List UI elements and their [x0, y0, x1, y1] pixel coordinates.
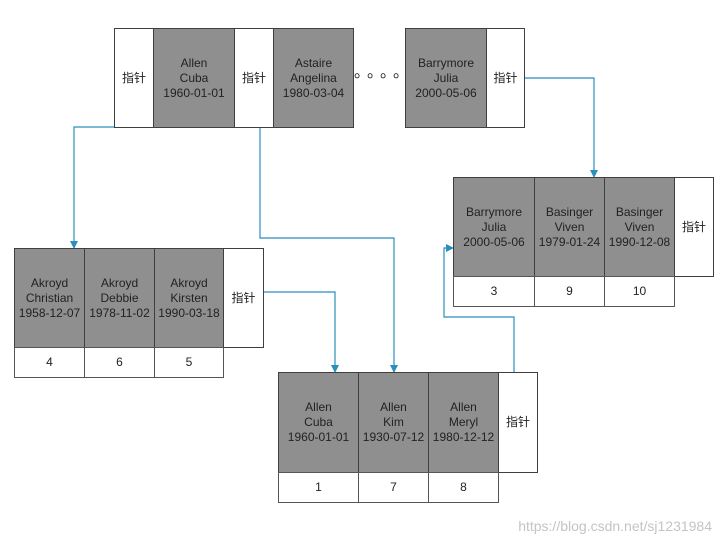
- key-line: 1980-12-12: [432, 430, 495, 444]
- root-key-1: Allen Cuba 1960-01-01: [153, 28, 235, 128]
- key-line: Allen: [450, 400, 477, 414]
- leaf-pointer: 指针: [223, 248, 264, 348]
- key-line: Akroyd: [30, 275, 69, 290]
- key-line: 1978-11-02: [89, 305, 150, 320]
- root-pointer-3: 指针: [486, 28, 525, 128]
- row-id-cell: 3: [453, 276, 535, 307]
- key-line: 1979-01-24: [538, 234, 601, 249]
- key-line: Allen: [380, 400, 407, 414]
- row-id-cell: 8: [428, 472, 499, 503]
- leaf-key: Barrymore Julia 2000-05-06: [453, 177, 535, 277]
- connector-left-leaf-to-middle-leaf: [263, 291, 339, 373]
- key-line: Kim: [383, 415, 404, 429]
- row-id-cell: 1: [278, 472, 359, 503]
- key-line: Viven: [624, 219, 655, 234]
- row-id-cell: 5: [154, 347, 224, 378]
- key-line: 1960-01-01: [163, 85, 225, 100]
- root-key-2: Astaire Angelina 1980-03-04: [273, 28, 354, 128]
- key-line: Viven: [554, 219, 585, 234]
- key-line: Cuba: [179, 70, 209, 85]
- key-line: Allen: [305, 400, 332, 414]
- key-line: Allen: [180, 55, 208, 70]
- key-line: Angelina: [290, 70, 337, 85]
- key-line: Kirsten: [170, 290, 208, 305]
- row-id-cell: 9: [534, 276, 605, 307]
- leaf-key: Akroyd Debbie 1978-11-02: [84, 248, 155, 348]
- key-line: Barrymore: [465, 204, 522, 219]
- key-line: 1990-03-18: [158, 305, 220, 320]
- leaf-key: Basinger Viven 1990-12-08: [604, 177, 675, 277]
- leaf-key: Allen Meryl 1980-12-12: [428, 372, 499, 473]
- key-line: Basinger: [545, 204, 594, 219]
- ellipsis: 。。。。: [354, 62, 415, 81]
- connector-root-to-middle-leaf: [259, 127, 398, 373]
- pointer-label: 指针: [121, 70, 146, 85]
- key-line: 1958-12-07: [18, 305, 81, 320]
- key-line: Akroyd: [100, 275, 139, 290]
- connector-middle-leaf-to-right-leaf: [443, 244, 515, 372]
- leaf-key: Allen Kim 1930-07-12: [358, 372, 429, 473]
- pointer-label: 指针: [493, 70, 518, 85]
- leaf-key: Akroyd Kirsten 1990-03-18: [154, 248, 224, 348]
- root-key-3: Barrymore Julia 2000-05-06: [405, 28, 487, 128]
- key-line: 1990-12-08: [608, 234, 671, 249]
- pointer-label: 指针: [505, 415, 530, 429]
- key-line: Barrymore: [417, 55, 474, 70]
- connector-root-to-right-leaf: [524, 77, 598, 178]
- key-line: Cuba: [304, 415, 333, 429]
- pointer-label: 指针: [241, 70, 266, 85]
- row-id-cell: 4: [14, 347, 85, 378]
- leaf-pointer: 指针: [498, 372, 538, 473]
- watermark-url: https://blog.csdn.net/sj1231984: [518, 518, 712, 534]
- key-line: Julia: [433, 70, 459, 85]
- key-line: 1930-07-12: [362, 430, 425, 444]
- root-pointer-2: 指针: [234, 28, 274, 128]
- leaf-pointer: 指针: [674, 177, 714, 277]
- pointer-label: 指针: [681, 219, 706, 234]
- key-line: 1980-03-04: [282, 85, 345, 100]
- key-line: 2000-05-06: [415, 85, 477, 100]
- key-line: Basinger: [615, 204, 664, 219]
- leaf-key: Allen Cuba 1960-01-01: [278, 372, 359, 473]
- connector-root-to-left-leaf: [70, 126, 125, 249]
- key-line: Christian: [25, 290, 74, 305]
- root-pointer-1: 指针: [114, 28, 154, 128]
- leaf-key: Basinger Viven 1979-01-24: [534, 177, 605, 277]
- leaf-key: Akroyd Christian 1958-12-07: [14, 248, 85, 348]
- key-line: 1960-01-01: [287, 430, 350, 444]
- row-id-cell: 10: [604, 276, 675, 307]
- key-line: Akroyd: [170, 275, 208, 290]
- row-id-cell: 7: [358, 472, 429, 503]
- key-line: Meryl: [448, 415, 479, 429]
- key-line: 2000-05-06: [463, 234, 525, 249]
- key-line: Debbie: [100, 290, 139, 305]
- key-line: Julia: [481, 219, 507, 234]
- key-line: Astaire: [294, 55, 333, 70]
- pointer-label: 指针: [231, 290, 256, 305]
- row-id-cell: 6: [84, 347, 155, 378]
